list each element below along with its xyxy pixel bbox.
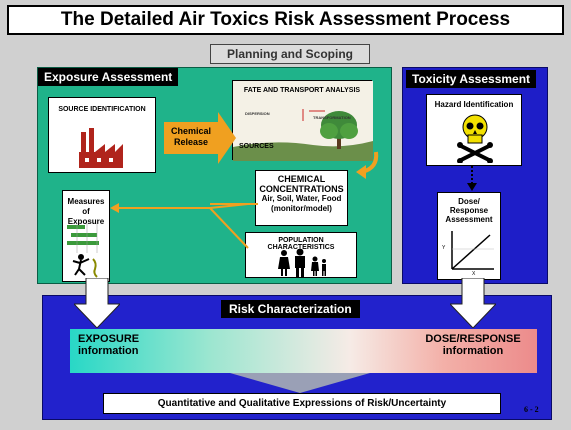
curved-arrow bbox=[356, 151, 379, 179]
risk-characterization-label: Risk Characterization bbox=[221, 300, 360, 318]
people-icon bbox=[278, 249, 326, 277]
exposure-assessment-label: Exposure Assessment bbox=[38, 68, 179, 86]
hazard-identification-label: Hazard Identification bbox=[434, 100, 514, 109]
dose-info-line-1: DOSE/RESPONSE bbox=[425, 333, 521, 345]
dose-info-line-2: information bbox=[442, 345, 504, 357]
dotted-down-arrow bbox=[467, 166, 477, 191]
slide-title: The Detailed Air Toxics Risk Assessment … bbox=[7, 5, 564, 35]
exposure-information-label: EXPOSURE information bbox=[78, 333, 139, 357]
exposure-down-arrow bbox=[74, 278, 120, 328]
chemical-concentrations-text: CHEMICAL CONCENTRATIONS Air, Soil, Water… bbox=[256, 174, 347, 214]
dose-response-graph-icon bbox=[451, 231, 494, 270]
measures-line-1: Measures of bbox=[67, 197, 105, 216]
population-characteristics-label: POPULATION CHARACTERISTICS bbox=[267, 237, 335, 251]
chem-line-2: CONCENTRATIONS bbox=[259, 184, 344, 194]
dose-response-down-arrow bbox=[450, 278, 496, 328]
dose-line-2: Response bbox=[449, 206, 489, 215]
chemical-release-line-1: Chemical bbox=[170, 126, 212, 136]
hazard-identification-box: Hazard Identification bbox=[426, 94, 522, 166]
landscape-image bbox=[233, 81, 373, 161]
factory-icon bbox=[79, 128, 123, 168]
planning-and-scoping: Planning and Scoping bbox=[210, 44, 370, 64]
chem-line-1: CHEMICAL bbox=[277, 174, 326, 184]
chem-line-3: Air, Soil, Water, Food bbox=[261, 194, 342, 203]
dose-line-3: Assessment bbox=[445, 215, 493, 224]
dose-response-information-label: DOSE/RESPONSE information bbox=[418, 333, 528, 357]
population-characteristics-box: POPULATION CHARACTERISTICS bbox=[245, 232, 357, 278]
chemical-release-label: Chemical Release bbox=[164, 126, 218, 148]
sources-label: SOURCES bbox=[239, 143, 274, 150]
dose-response-box: Dose/ Response Assessment Y X bbox=[437, 192, 501, 280]
toxicity-assessment-label: Toxicity Assessment bbox=[406, 70, 537, 88]
measures-of-exposure-label: Measures of Exposure bbox=[63, 197, 109, 227]
chemical-release-arrow bbox=[164, 112, 236, 164]
exposure-chart-icon bbox=[67, 223, 99, 278]
exposure-info-line-1: EXPOSURE bbox=[78, 333, 140, 345]
chemical-concentrations-box: CHEMICAL CONCENTRATIONS Air, Soil, Water… bbox=[255, 170, 348, 226]
dispersion-label: DISPERSION bbox=[245, 111, 270, 116]
branch-arrow bbox=[110, 203, 258, 249]
exposure-info-line-2: information bbox=[78, 345, 139, 357]
transformation-label: TRANSFORMATION bbox=[313, 115, 351, 120]
fate-transport-label: FATE AND TRANSPORT ANALYSIS bbox=[243, 87, 361, 94]
axis-y-label: Y bbox=[442, 245, 446, 251]
dose-response-label: Dose/ Response Assessment bbox=[438, 197, 500, 224]
measures-line-2: Exposure bbox=[67, 217, 105, 226]
axis-x-label: X bbox=[472, 271, 476, 277]
dose-line-1: Dose/ bbox=[458, 197, 480, 206]
central-down-arrow bbox=[230, 373, 370, 393]
source-identification-label: SOURCE IDENTIFICATION bbox=[58, 106, 146, 113]
skull-crossbones-icon bbox=[457, 114, 493, 163]
fate-transport-box: FATE AND TRANSPORT ANALYSIS DISPERSION T… bbox=[232, 80, 373, 161]
source-identification-box: SOURCE IDENTIFICATION bbox=[48, 97, 156, 173]
chemical-release-line-2: Release bbox=[173, 137, 209, 147]
chem-line-4: (monitor/model) bbox=[271, 204, 332, 213]
measures-of-exposure-box: Measures of Exposure bbox=[62, 190, 110, 282]
slide-number: 6 - 2 bbox=[524, 405, 539, 414]
risk-expressions-box: Quantitative and Qualitative Expressions… bbox=[103, 393, 501, 414]
information-gradient-bar bbox=[70, 329, 537, 373]
